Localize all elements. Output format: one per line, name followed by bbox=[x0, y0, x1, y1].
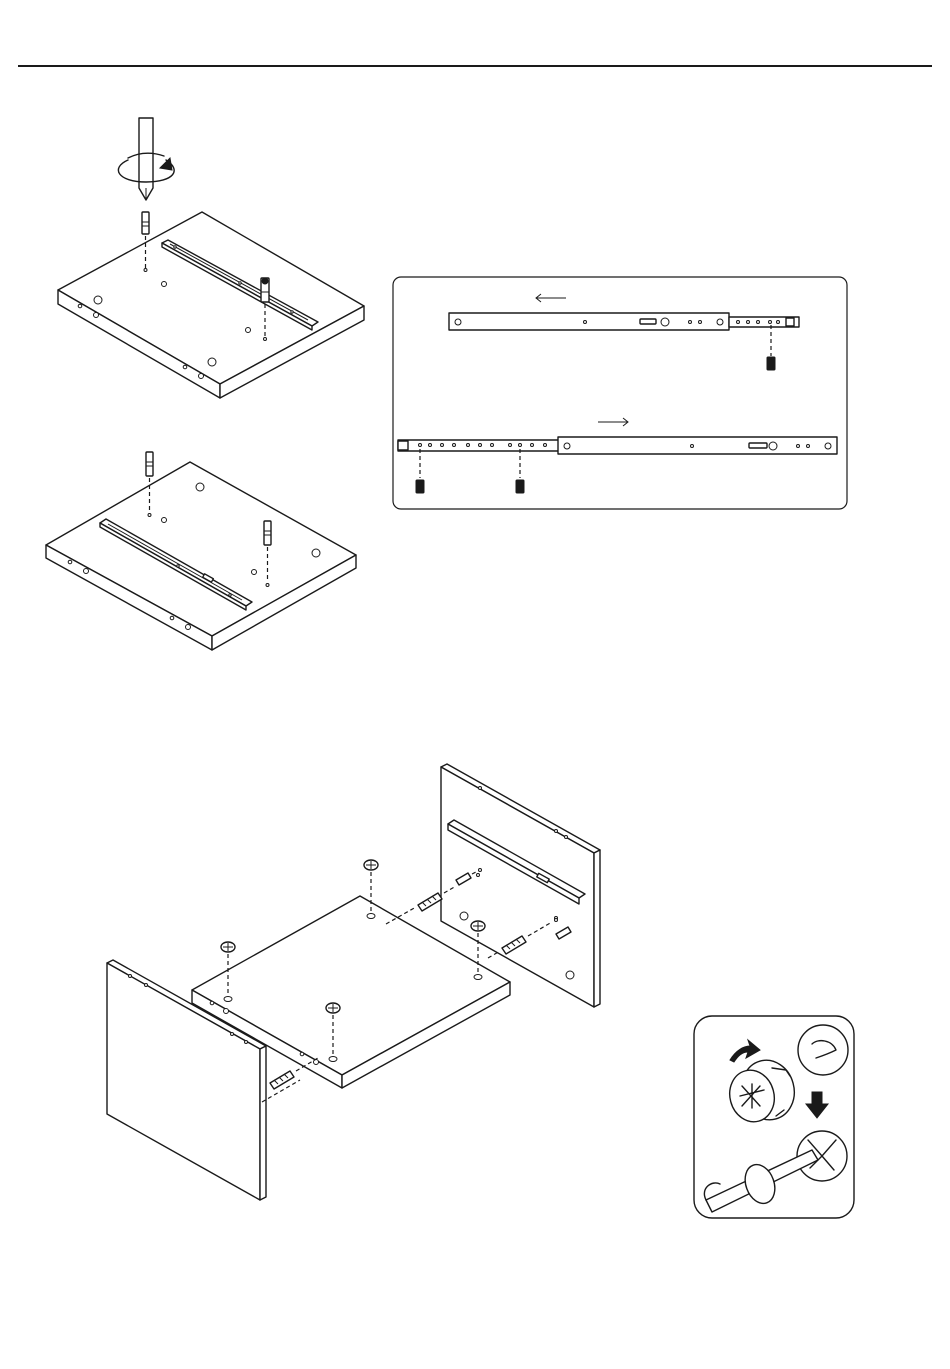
cam-bolt-icon bbox=[146, 452, 153, 476]
cam-bolt-icon bbox=[264, 521, 271, 545]
screw-icon bbox=[767, 357, 775, 370]
cam-bolt-icon bbox=[261, 278, 269, 302]
wooden-dowel-icon bbox=[418, 893, 442, 911]
screw-icon bbox=[516, 480, 524, 493]
cam-lock-icon bbox=[326, 1003, 340, 1013]
screwdriver-icon bbox=[139, 118, 153, 200]
wooden-dowel-icon bbox=[270, 1071, 294, 1089]
drawer-slide-icon bbox=[398, 437, 837, 454]
cam-lock-detail-box bbox=[694, 1016, 854, 1218]
cam-lock-icon bbox=[364, 860, 378, 870]
cam-bolt-icon bbox=[142, 212, 149, 234]
cam-lock-icon bbox=[471, 921, 485, 931]
screw-icon bbox=[416, 480, 424, 493]
slide-detail-box bbox=[393, 277, 847, 509]
panel-with-slide-top bbox=[58, 118, 364, 398]
carcass-assembly bbox=[107, 764, 600, 1200]
panel-with-slide-bottom bbox=[46, 452, 356, 650]
cam-lock-icon bbox=[221, 942, 235, 952]
